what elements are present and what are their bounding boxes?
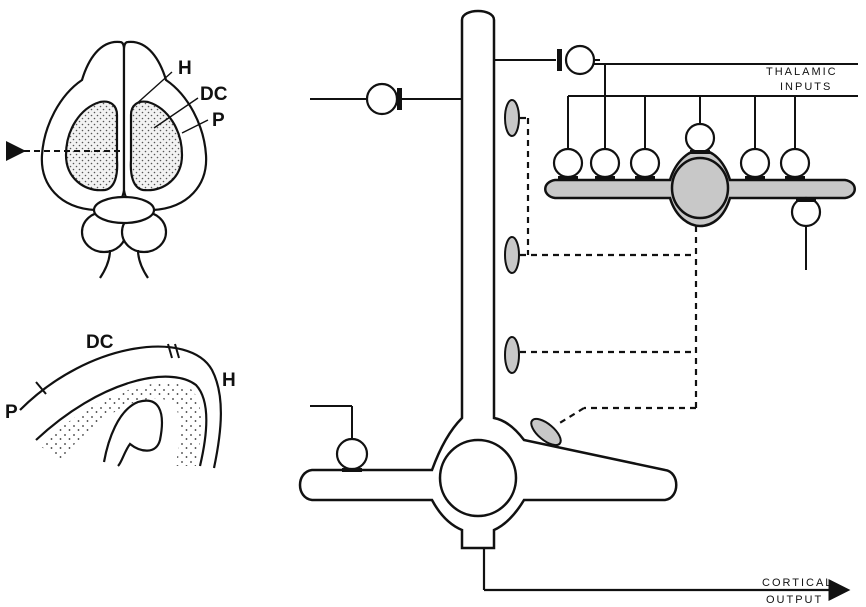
left-dc-area xyxy=(64,100,119,192)
section-label-dc: DC xyxy=(86,332,114,353)
section-label-h: H xyxy=(222,370,236,391)
inhibitory-synapses xyxy=(504,99,562,447)
bouton-top-right xyxy=(564,44,596,76)
p-pointer-line xyxy=(181,119,209,134)
neuron-circuit xyxy=(298,9,856,550)
bouton-stalks xyxy=(402,59,600,100)
cortical-label-line2: OUTPUT xyxy=(766,594,823,606)
soma xyxy=(438,438,518,518)
right-dc-area xyxy=(129,100,184,192)
bouton-top-left xyxy=(365,82,399,116)
dc-h-boundary-2 xyxy=(174,343,180,359)
bouton-input-1 xyxy=(552,147,584,179)
brain-label-p: P xyxy=(212,110,225,131)
dc-pointer-line xyxy=(153,97,199,129)
brainstem xyxy=(99,249,149,279)
bouton-soma-dendrite xyxy=(335,437,369,471)
bouton-input-2 xyxy=(589,147,621,179)
cortical-output-axon xyxy=(482,548,851,601)
thalamic-label-line1: THALAMIC xyxy=(766,66,838,78)
h-pointer-line xyxy=(133,71,173,107)
ventricle-outline xyxy=(102,399,164,467)
bouton-input-5 xyxy=(739,147,771,179)
brain-label-dc: DC xyxy=(200,84,228,105)
pyramidal-neuron-outline xyxy=(298,9,678,550)
inhibitory-axon-dashes xyxy=(520,116,698,425)
stippled-cell-layer xyxy=(40,382,202,466)
inner-surface xyxy=(35,375,208,467)
bouton-input-6 xyxy=(779,147,811,179)
cortex-section xyxy=(19,343,222,469)
brain-top-view xyxy=(5,40,209,279)
dc-h-boundary-1 xyxy=(167,343,173,359)
synapse-marks xyxy=(342,49,816,472)
thalamic-input-lines xyxy=(310,63,858,440)
bouton-input-4 xyxy=(684,122,716,154)
p-dc-boundary xyxy=(35,381,47,395)
bouton-below xyxy=(790,196,822,228)
boutons xyxy=(335,44,822,471)
outer-pial-surface xyxy=(19,345,222,469)
section-label-p: P xyxy=(5,402,18,423)
cerebellum xyxy=(92,195,156,225)
thalamic-label-line2: INPUTS xyxy=(780,81,832,93)
bouton-input-3 xyxy=(629,147,661,179)
brain-label-h: H xyxy=(178,58,192,79)
interneuron-soma xyxy=(670,156,730,220)
cortical-label-line1: CORTICAL xyxy=(762,577,833,589)
